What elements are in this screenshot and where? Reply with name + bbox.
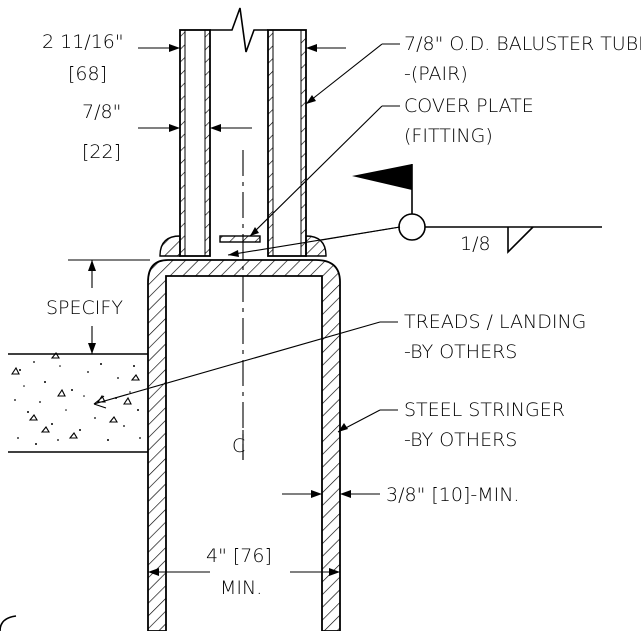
svg-text:TREADS / LANDING: TREADS / LANDING	[404, 311, 586, 333]
centerline: C	[232, 150, 245, 460]
weld-symbol: 1/8	[227, 164, 602, 257]
svg-text:-(PAIR): -(PAIR)	[404, 63, 468, 85]
svg-text:MIN.: MIN.	[220, 577, 262, 599]
baluster-od-label: 2 11/16"	[42, 31, 124, 53]
steel-stringer	[147, 259, 341, 631]
svg-text:7/8" O.D. BALUSTER TUBE: 7/8" O.D. BALUSTER TUBE	[404, 33, 641, 55]
concrete-tread	[8, 352, 148, 453]
svg-text:STEEL STRINGER: STEEL STRINGER	[404, 399, 565, 421]
detail-marker	[0, 615, 17, 631]
dimension-baluster-od: 2 11/16" [68]	[42, 31, 346, 85]
tube-wall-mm-label: [22]	[82, 141, 121, 163]
svg-text:SPECIFY: SPECIFY	[46, 297, 123, 319]
svg-text:1/8: 1/8	[460, 233, 491, 255]
svg-text:3/8" [10]-MIN.: 3/8" [10]-MIN.	[386, 484, 519, 506]
svg-text:-BY OTHERS: -BY OTHERS	[404, 341, 517, 363]
leader-baluster-tube: 7/8" O.D. BALUSTER TUBE -(PAIR)	[305, 33, 641, 105]
svg-text:4" [76]: 4" [76]	[206, 545, 272, 567]
svg-text:COVER PLATE: COVER PLATE	[404, 95, 534, 117]
svg-text:(FITTING): (FITTING)	[404, 125, 493, 147]
dimension-stringer-wall: 3/8" [10]-MIN.	[282, 484, 519, 506]
leader-cover-plate: COVER PLATE (FITTING)	[249, 95, 534, 237]
leader-stringer: STEEL STRINGER -BY OTHERS	[337, 399, 565, 451]
cover-plate	[159, 235, 327, 257]
tube-wall-label: 7/8"	[82, 101, 121, 123]
baluster-tube-left	[179, 29, 211, 257]
svg-text:C: C	[232, 435, 245, 457]
dimension-stringer-width: 4" [76] MIN.	[148, 545, 340, 599]
baluster-od-mm-label: [68]	[68, 63, 107, 85]
dimension-tube: 7/8" [22]	[82, 101, 252, 163]
dimension-specify: SPECIFY	[46, 259, 150, 354]
svg-text:-BY OTHERS: -BY OTHERS	[404, 429, 517, 451]
baluster-tube-right	[267, 29, 307, 257]
break-line	[210, 7, 268, 53]
leader-treads: TREADS / LANDING -BY OTHERS	[93, 311, 586, 409]
